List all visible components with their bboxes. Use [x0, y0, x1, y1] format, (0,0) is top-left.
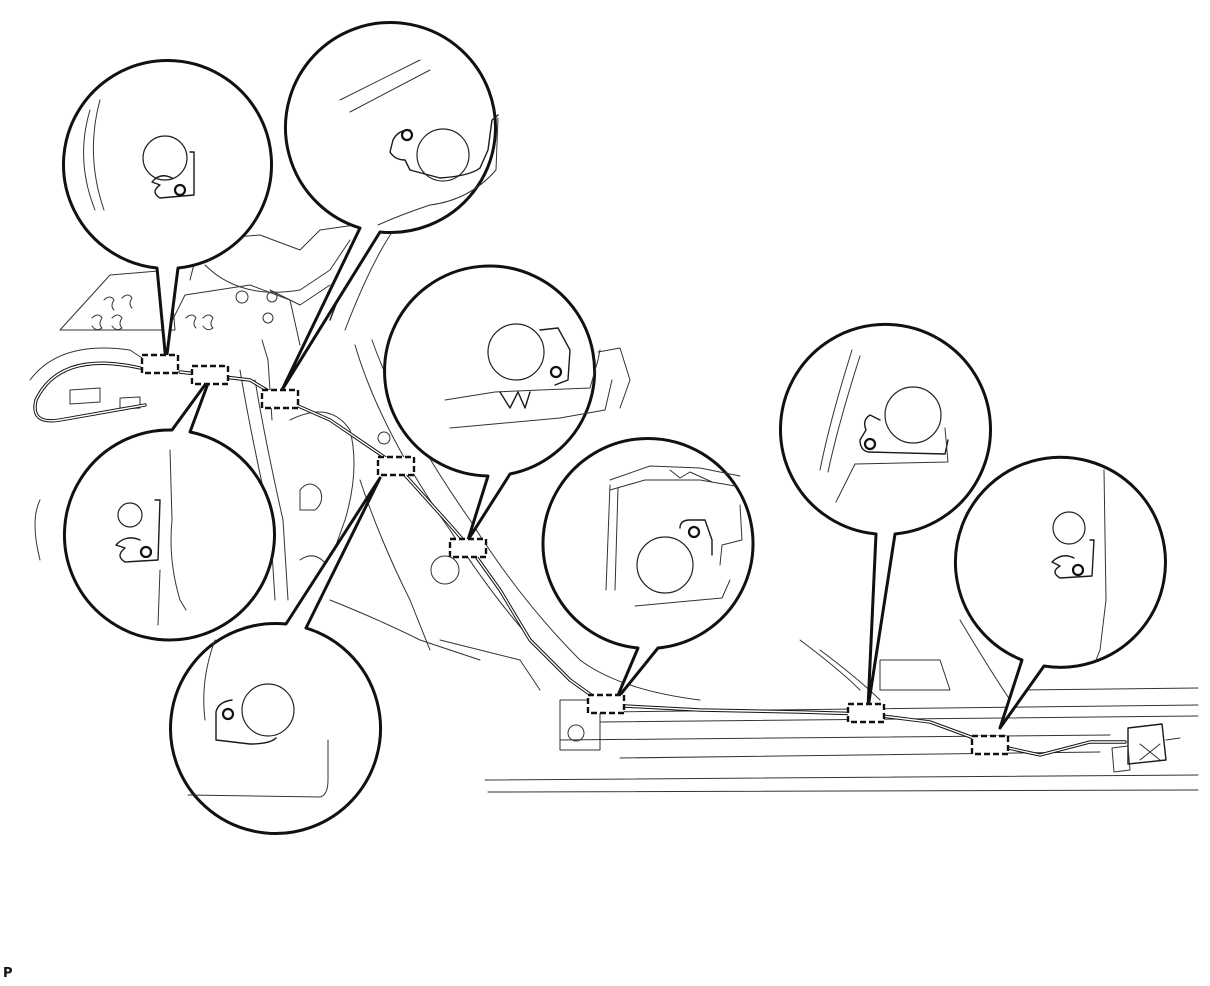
clip-callout-5 — [383, 264, 631, 559]
clip-callout-6 — [541, 437, 755, 715]
clip-3 — [190, 364, 230, 386]
clip-5 — [448, 537, 488, 559]
clip-callout-7 — [779, 322, 992, 724]
clip-callout-4 — [169, 455, 416, 835]
clip-8 — [970, 734, 1010, 756]
clip-callout-2 — [260, 21, 499, 410]
clip-1 — [140, 353, 180, 375]
clip-callout-1 — [62, 59, 273, 375]
clip-2 — [260, 388, 300, 410]
clip-callout-3 — [34, 364, 276, 642]
clip-7 — [846, 702, 886, 724]
clip-6 — [586, 693, 626, 715]
figure-code: P — [3, 966, 13, 981]
clip-callout-8 — [953, 455, 1167, 756]
clip-4 — [376, 455, 416, 477]
